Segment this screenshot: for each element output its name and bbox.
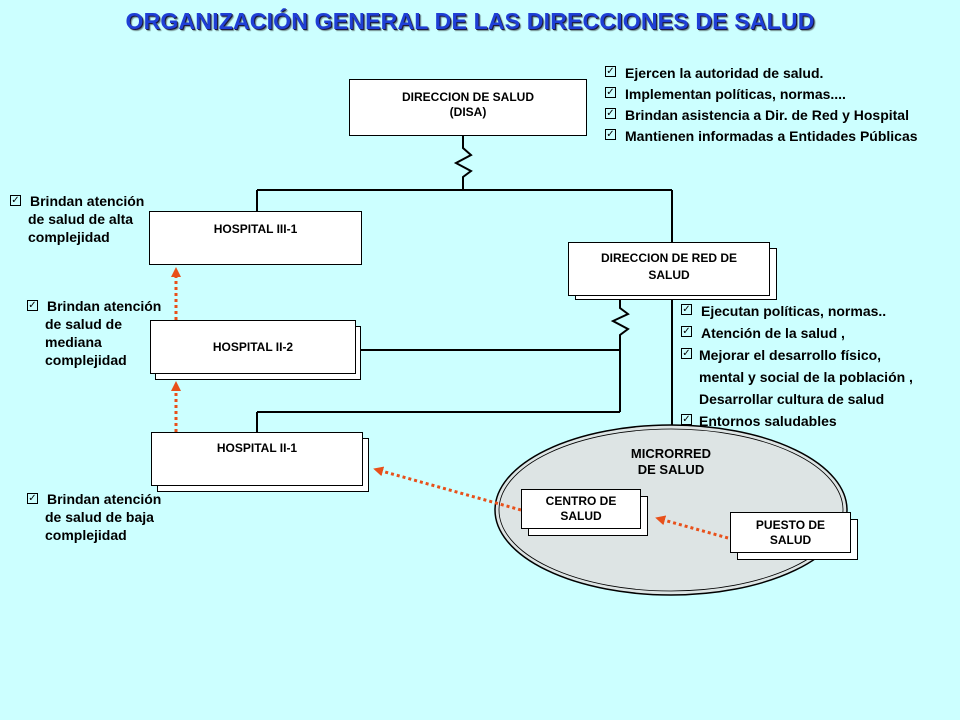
check-box-icon: ✓ xyxy=(605,87,616,98)
baja-note-item: ✓Brindan atención xyxy=(27,491,162,507)
red-note-line: Desarrollar cultura de salud xyxy=(699,391,885,407)
alta-note-line: de salud de alta xyxy=(28,211,134,227)
baja-note-line: complejidad xyxy=(45,527,127,543)
red-note-item: ✓Entornos saludables xyxy=(681,413,837,429)
check-box-icon: ✓ xyxy=(27,493,38,504)
hospital-2-2-label: HOSPITAL II-2 xyxy=(212,340,294,354)
arrow-centro-to-2-1 xyxy=(373,466,522,512)
puesto-box: PUESTO DE SALUD xyxy=(730,512,851,553)
centro-box: CENTRO DE SALUD xyxy=(521,489,641,529)
check-box-icon: ✓ xyxy=(27,300,38,311)
disa-notes: ✓Ejercen la autoridad de salud. ✓Impleme… xyxy=(605,63,918,147)
check-box-icon: ✓ xyxy=(681,414,692,425)
check-box-icon: ✓ xyxy=(605,108,616,119)
microrred-ellipse-inner xyxy=(498,428,844,592)
puesto-box-label-line2: SALUD xyxy=(769,533,812,547)
puesto-box-label-line1: PUESTO DE xyxy=(755,518,826,532)
baja-note-line: de salud de baja xyxy=(45,509,154,525)
mediana-note-line: de salud de xyxy=(45,316,123,332)
microrred-label-line1: MICRORRED xyxy=(630,446,712,461)
microrred-label: MICRORRED DE SALUD xyxy=(611,446,731,478)
red-box-label-line2: SALUD xyxy=(648,268,690,282)
microrred-label-line2: DE SALUD xyxy=(637,462,705,477)
red-notes: ✓Ejecutan políticas, normas.. ✓Atención … xyxy=(681,300,913,432)
mediana-notes: ✓Brindan atención de salud de mediana co… xyxy=(27,297,161,369)
centro-box-label-line1: CENTRO DE xyxy=(545,494,617,508)
red-note-item: ✓Atención de la salud , xyxy=(681,325,845,341)
disa-note-item: ✓Brindan asistencia a Dir. de Red y Hosp… xyxy=(605,107,909,123)
hospital-2-2-box: HOSPITAL II-2 xyxy=(150,320,356,374)
centro-box-label-line2: SALUD xyxy=(560,509,602,523)
alta-note-item: ✓Brindan atención xyxy=(10,193,145,209)
disa-connector xyxy=(453,136,473,190)
disa-note-item: ✓Ejercen la autoridad de salud. xyxy=(605,65,824,81)
mediana-note-line: complejidad xyxy=(45,352,127,368)
red-connector xyxy=(610,298,630,412)
hospital-2-1-box: HOSPITAL II-1 xyxy=(151,432,363,486)
red-box-label-line1: DIRECCION DE RED DE xyxy=(600,251,737,265)
red-note-item: ✓Ejecutan políticas, normas.. xyxy=(681,303,887,319)
alta-notes: ✓Brindan atención de salud de alta compl… xyxy=(10,192,144,246)
check-box-icon: ✓ xyxy=(10,195,21,206)
alta-note-line: complejidad xyxy=(28,229,110,245)
mediana-note-line: mediana xyxy=(45,334,102,350)
baja-notes: ✓Brindan atención de salud de baja compl… xyxy=(27,490,161,544)
disa-box-label-line1: DIRECCION DE SALUD xyxy=(401,90,534,104)
red-box: DIRECCION DE RED DE SALUD xyxy=(568,242,770,296)
disa-box-label-line2: (DISA) xyxy=(449,105,487,119)
check-box-icon: ✓ xyxy=(681,326,692,337)
check-box-icon: ✓ xyxy=(681,348,692,359)
red-note-item: ✓Mejorar el desarrollo físico, xyxy=(681,347,882,363)
disa-note-item: ✓Implementan políticas, normas.... xyxy=(605,86,846,102)
disa-box: DIRECCION DE SALUD (DISA) xyxy=(349,79,587,136)
hospital-3-1-box: HOSPITAL III-1 xyxy=(149,211,362,265)
check-box-icon: ✓ xyxy=(605,129,616,140)
check-box-icon: ✓ xyxy=(605,66,616,77)
check-box-icon: ✓ xyxy=(681,304,692,315)
mediana-note-item: ✓Brindan atención xyxy=(27,298,162,314)
page-title: ORGANIZACIÓN GENERAL DE LAS DIRECCIONES … xyxy=(125,8,815,34)
hospital-2-1-label: HOSPITAL II-1 xyxy=(216,441,298,455)
red-note-line: mental y social de la población , xyxy=(699,369,913,385)
hospital-3-1-label: HOSPITAL III-1 xyxy=(213,222,298,236)
disa-note-item: ✓Mantienen informadas a Entidades Públic… xyxy=(605,128,918,144)
